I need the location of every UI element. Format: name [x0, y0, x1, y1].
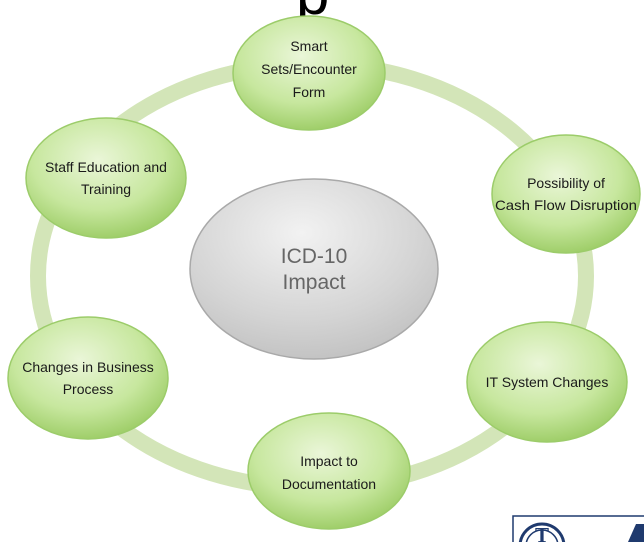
corner-logo-mark	[628, 524, 644, 542]
node-smart-sets-ellipse	[232, 15, 386, 131]
node-staff-education: Staff Education and Training	[25, 117, 187, 239]
center-label-line-1: ICD-10	[281, 245, 348, 268]
node-business-process-line-2: Process	[63, 381, 114, 397]
node-staff-education-line-1: Staff Education and	[45, 159, 167, 175]
node-staff-education-line-2: Training	[81, 181, 131, 197]
node-smart-sets: Smart Sets/Encounter Form	[232, 15, 386, 131]
center-ellipse-group: ICD-10 Impact	[189, 178, 439, 360]
corner-logo-emblem	[518, 522, 566, 542]
corner-logo-emblem-inner	[525, 529, 559, 542]
node-business-process-line-1: Changes in Business	[22, 359, 154, 375]
node-smart-sets-line-1: Smart	[290, 38, 327, 54]
corner-logo: T	[512, 515, 644, 542]
node-cash-flow-ellipse	[491, 134, 641, 254]
node-documentation-line-2: Documentation	[282, 476, 376, 492]
node-it-system: IT System Changes	[466, 321, 628, 443]
node-business-process: Changes in Business Process	[7, 316, 169, 440]
node-documentation: Impact to Documentation	[247, 412, 411, 530]
center-label-line-2: Impact	[282, 271, 345, 294]
node-staff-education-ellipse	[25, 117, 187, 239]
node-cash-flow-line-1: Possibility of	[527, 175, 605, 191]
node-business-process-ellipse	[7, 316, 169, 440]
node-it-system-line-1: IT System Changes	[486, 374, 609, 390]
node-it-system-ellipse	[466, 321, 628, 443]
node-smart-sets-line-2: Sets/Encounter	[261, 61, 357, 77]
node-documentation-ellipse	[247, 412, 411, 530]
node-documentation-line-1: Impact to	[300, 453, 358, 469]
node-smart-sets-line-3: Form	[293, 84, 326, 100]
center-ellipse	[189, 178, 439, 360]
node-cash-flow: Possibility of Cash Flow Disruption	[491, 134, 641, 254]
corner-logo-letters: T	[535, 523, 549, 542]
node-cash-flow-line-2: Cash Flow Disruption	[495, 197, 637, 213]
